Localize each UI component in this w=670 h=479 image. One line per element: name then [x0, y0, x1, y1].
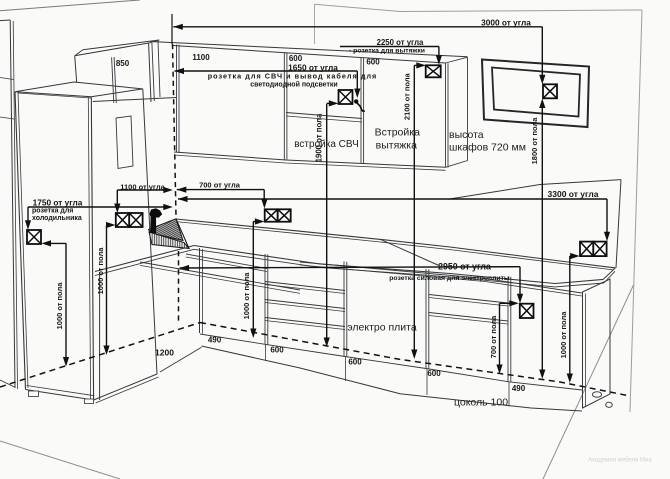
svg-text:1000 от пола: 1000 от пола	[242, 272, 251, 320]
svg-text:490: 490	[512, 384, 526, 393]
svg-text:светодиодной подсветки: светодиодной подсветки	[250, 80, 337, 88]
svg-text:600: 600	[348, 358, 362, 367]
svg-text:3000 от угла: 3000 от угла	[481, 17, 531, 27]
svg-text:1200: 1200	[155, 348, 174, 358]
svg-text:600: 600	[270, 346, 284, 355]
svg-text:розетка для СВЧ и вывод кабеля: розетка для СВЧ и вывод кабеля для	[208, 72, 378, 81]
svg-text:розетка силовая для электропли: розетка силовая для электроплиты	[389, 275, 510, 282]
svg-text:1100 от угла: 1100 от угла	[120, 182, 165, 191]
svg-text:- розетка для вытяжки: - розетка для вытяжки	[349, 47, 425, 54]
svg-text:700 от угла: 700 от угла	[199, 180, 241, 189]
svg-text:высота: высота	[449, 129, 484, 141]
svg-text:Встройка: Встройка	[375, 127, 420, 139]
svg-text:цоколь 100: цоколь 100	[454, 397, 508, 409]
svg-text:1000 от пола: 1000 от пола	[559, 311, 568, 359]
svg-text:600: 600	[366, 58, 380, 67]
svg-text:600: 600	[427, 369, 441, 378]
svg-text:шкафов 720 мм: шкафов 720 мм	[449, 142, 526, 154]
svg-text:1800 от пола: 1800 от пола	[530, 117, 539, 165]
svg-text:1000 от пола: 1000 от пола	[96, 247, 105, 295]
svg-text:Академия мебели Миа: Академия мебели Миа	[588, 458, 652, 464]
svg-text:1000 от пола: 1000 от пола	[55, 282, 64, 330]
svg-text:холодильника: холодильника	[32, 215, 82, 222]
svg-text:700 от пола: 700 от пола	[489, 315, 498, 358]
svg-text:490: 490	[208, 336, 222, 345]
svg-text:1900 от пола: 1900 от пола	[315, 113, 324, 162]
svg-text:встройка СВЧ: встройка СВЧ	[294, 139, 359, 150]
svg-text:1650 от угла: 1650 от угла	[288, 63, 338, 73]
svg-text:1750 от угла: 1750 от угла	[33, 198, 83, 208]
svg-text:850: 850	[116, 59, 130, 68]
svg-text:2100 от пола: 2100 от пола	[403, 72, 412, 120]
svg-text:вытяжка: вытяжка	[376, 140, 417, 152]
svg-text:розетка для: розетка для	[32, 208, 73, 215]
svg-text:600: 600	[289, 54, 303, 63]
svg-text:3300 от угла: 3300 от угла	[548, 189, 599, 199]
svg-text:2250 от угла: 2250 от угла	[377, 38, 424, 47]
svg-text:2950 от угла: 2950 от угла	[438, 261, 491, 271]
svg-text:электро плита: электро плита	[347, 322, 417, 334]
svg-text:1100: 1100	[192, 53, 210, 62]
